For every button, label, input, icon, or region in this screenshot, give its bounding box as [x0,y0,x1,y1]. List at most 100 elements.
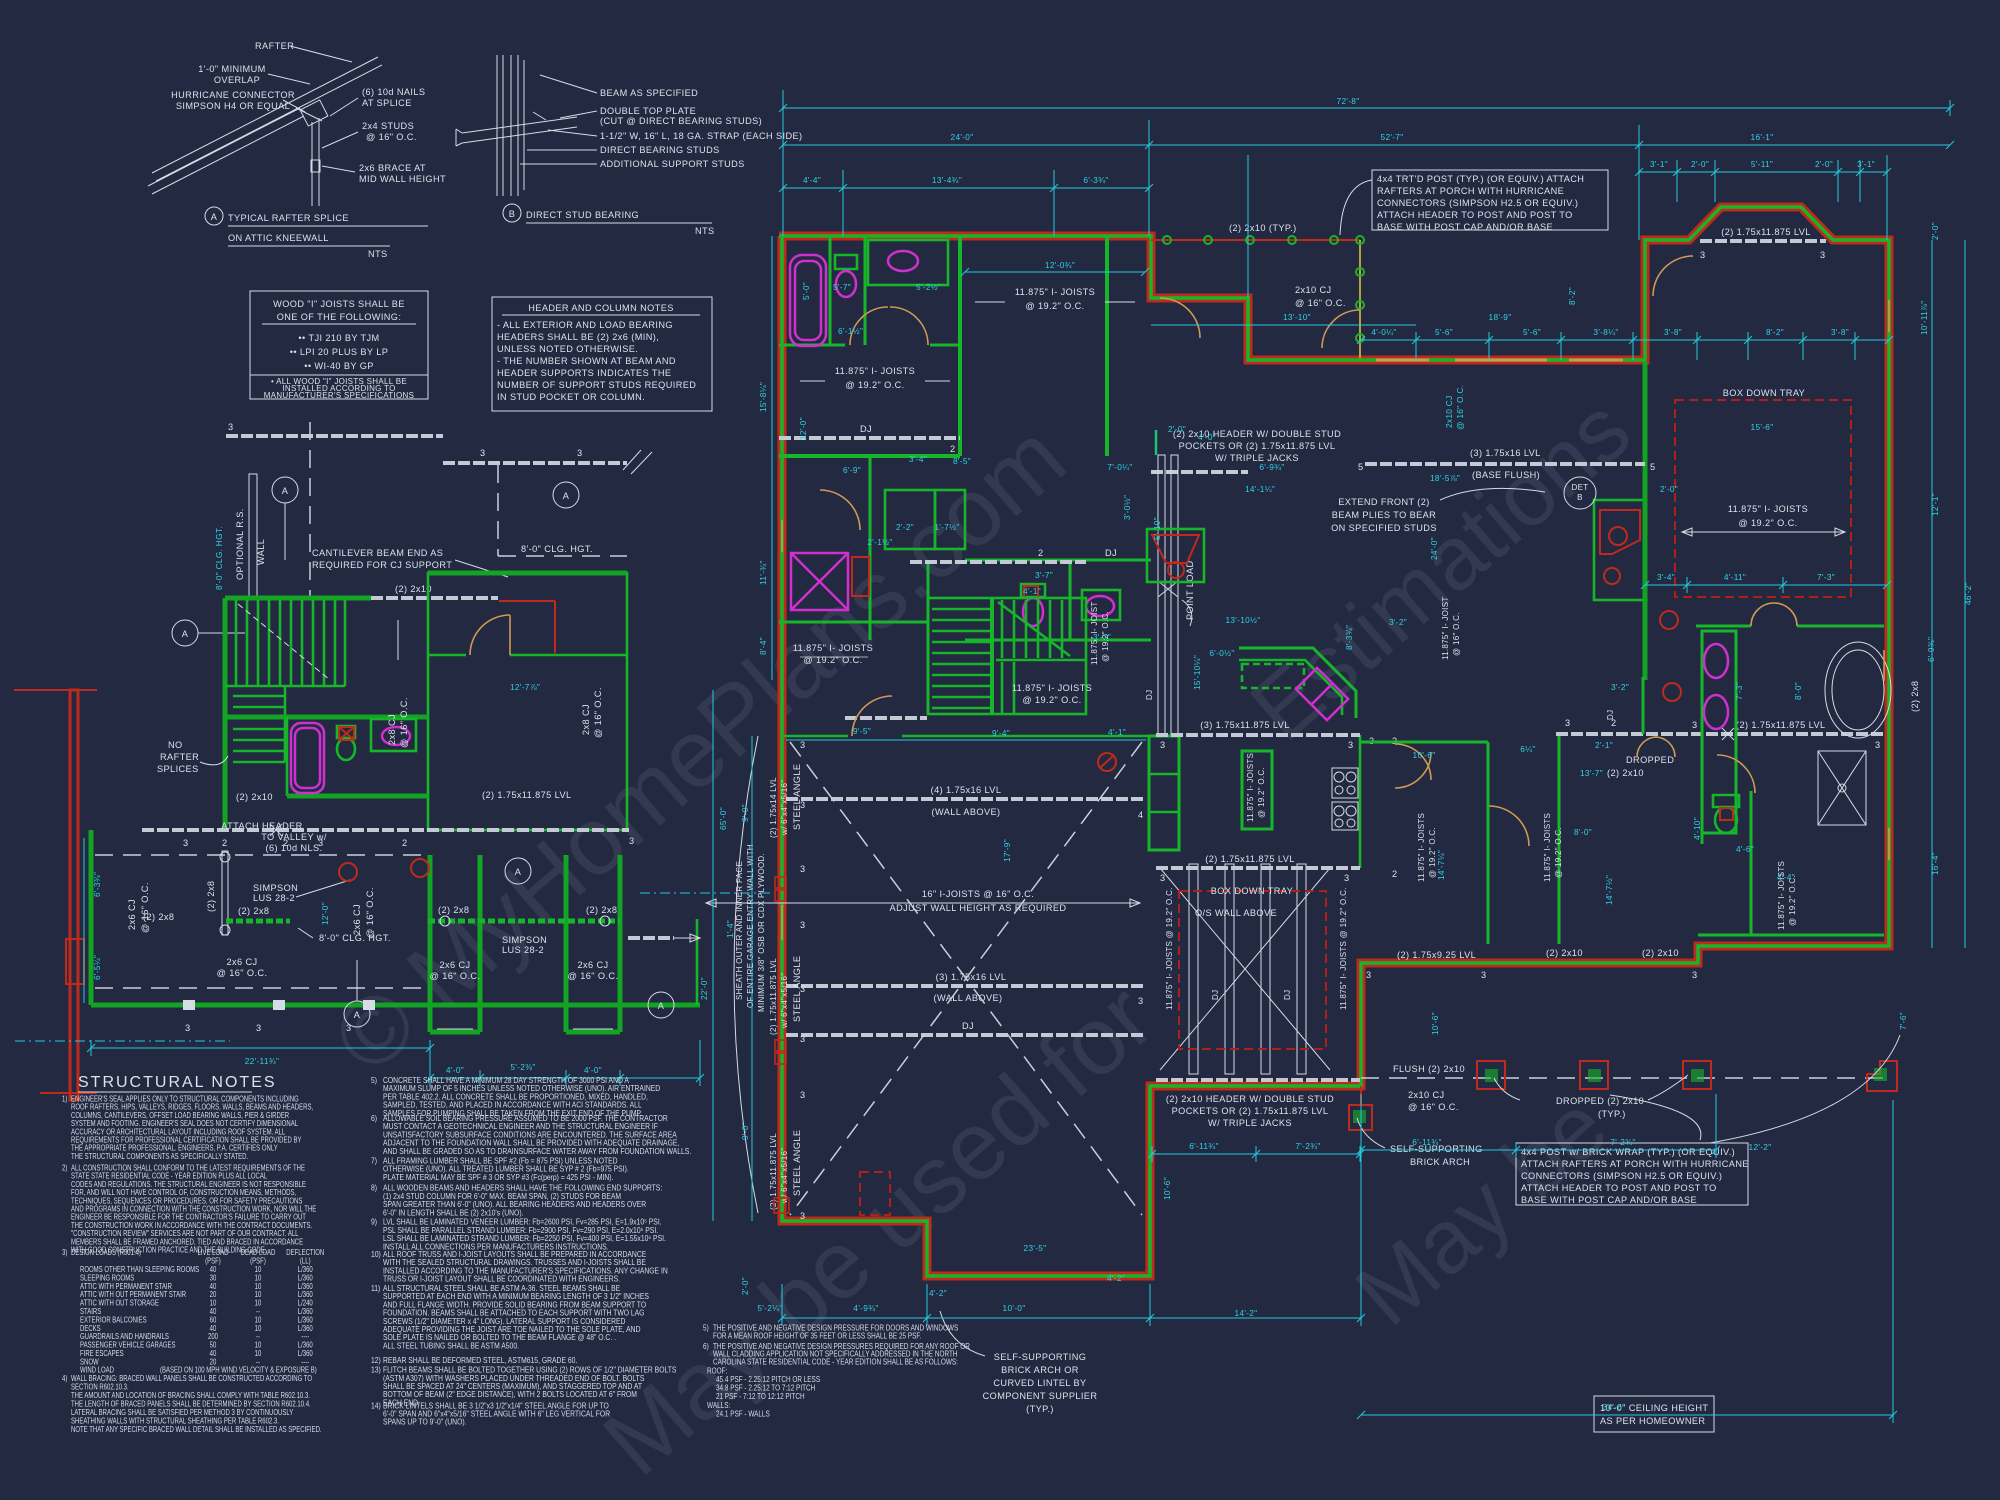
svg-text:ATTIC WITH OUT STORAGE: ATTIC WITH OUT STORAGE [80,1300,159,1308]
svg-text:DIRECT STUD BEARING: DIRECT STUD BEARING [526,210,639,220]
svg-text:(2) 2x8: (2) 2x8 [586,905,617,915]
svg-text:SIMPSON: SIMPSON [253,883,298,893]
svg-text:ATTIC WITH PERMANENT STAIR: ATTIC WITH PERMANENT STAIR [80,1283,172,1291]
svg-text:12'-0": 12'-0" [320,902,330,925]
svg-text:11): 11) [371,1283,380,1293]
svg-text:@ 19.2" O.C.: @ 19.2" O.C. [803,655,862,665]
svg-text:65'-0": 65'-0" [718,807,728,830]
svg-text:@ 16" O.C.: @ 16" O.C. [430,971,481,981]
svg-text:3'-7": 3'-7" [1035,570,1053,580]
svg-text:HURRICANE CONNECTOR: HURRICANE CONNECTOR [171,90,295,100]
svg-text:3'-7": 3'-7" [1093,632,1111,642]
svg-text:72'-8": 72'-8" [1337,96,1360,106]
svg-text:4'-1": 4'-1" [1023,586,1041,596]
svg-text:13): 13) [371,1365,381,1375]
svg-text:4'-10": 4'-10" [1692,817,1702,840]
svg-text:5'-6": 5'-6" [1523,327,1541,337]
svg-text:5: 5 [1358,462,1364,472]
svg-text:@ 19.2" O.C.: @ 19.2" O.C. [1554,827,1563,878]
svg-text:14): 14) [371,1401,381,1411]
svg-text:8'-0": 8'-0" [1574,827,1592,837]
svg-text:A: A [211,212,218,222]
svg-text:@ 16" O.C.: @ 16" O.C. [1452,612,1461,656]
svg-text:10: 10 [255,1325,262,1333]
svg-text:LIVE LOAD: LIVE LOAD [198,1249,229,1257]
svg-text:w/ 6"x4"x5/16": w/ 6"x4"x5/16" [780,1148,789,1204]
svg-text:24.1 PSF - WALLS: 24.1 PSF - WALLS [716,1409,770,1419]
svg-text:DROPPED: DROPPED [1626,755,1674,765]
svg-text:11.875" I- JOISTS: 11.875" I- JOISTS [1728,504,1808,514]
svg-text:RAFTERS AT PORCH WITH HURRICAN: RAFTERS AT PORCH WITH HURRICANE [1377,186,1564,196]
svg-text:20: 20 [210,1292,217,1300]
svg-text:3'-8¼": 3'-8¼" [1593,327,1618,337]
svg-text:SAMPLED, TESTED, AND PLACED IN: SAMPLED, TESTED, AND PLACED IN ACCORDANC… [383,1100,642,1110]
svg-text:EXTERIOR BALCONIES: EXTERIOR BALCONIES [80,1317,147,1325]
svg-text:BRICK ARCH: BRICK ARCH [1410,1157,1470,1167]
svg-text:A: A [182,629,189,639]
svg-text:3: 3 [1875,740,1881,750]
svg-text:(1) 2x4 STUD COLUMN FOR 6'-0": (1) 2x4 STUD COLUMN FOR 6'-0" MAX. BEAM … [383,1191,621,1201]
svg-text:5: 5 [1650,462,1656,472]
svg-text:(TYP.): (TYP.) [1598,1109,1626,1119]
svg-text:3'-8": 3'-8" [1664,327,1682,337]
svg-text:3: 3 [577,448,583,458]
svg-text:10: 10 [255,1275,262,1283]
svg-text:STEEL ANGLE: STEEL ANGLE [792,764,802,830]
svg-text:@ 19.2" O.C.: @ 19.2" O.C. [1022,695,1081,705]
svg-text:10): 10) [371,1249,381,1259]
svg-text:PER TABLE 402.2. ALL CONCRETE: PER TABLE 402.2. ALL CONCRETE SHALL BE P… [383,1092,648,1102]
svg-text:3: 3 [1565,718,1571,728]
svg-text:BRICK LINTELS SHALL BE 3 1/2"x: BRICK LINTELS SHALL BE 3 1/2"x3 1/2"x1/4… [383,1401,609,1411]
svg-text:ATTACH HEADER: ATTACH HEADER [221,821,302,831]
svg-text:3: 3 [346,1023,352,1033]
svg-text:(6) 10d NAILS: (6) 10d NAILS [362,87,425,97]
svg-text:60: 60 [210,1317,217,1325]
svg-text:(PSF): (PSF) [205,1258,221,1266]
svg-text:10: 10 [255,1350,262,1358]
svg-text:L/360: L/360 [298,1325,313,1333]
svg-text:2x6 CJ: 2x6 CJ [578,960,609,970]
svg-text:L/360: L/360 [298,1308,313,1316]
svg-text:3: 3 [1481,970,1487,980]
svg-text:6'-5¼": 6'-5¼" [92,955,102,980]
svg-text:STAIRS: STAIRS [80,1308,101,1316]
svg-text:4'-11": 4'-11" [1724,572,1746,582]
svg-text:(2) 2x10 HEADER W/ DOUBLE STUD: (2) 2x10 HEADER W/ DOUBLE STUD [1173,429,1341,439]
svg-text:SPLICES: SPLICES [157,764,199,774]
svg-text:w/ 6"x4"x5/16": w/ 6"x4"x5/16" [780,780,789,836]
svg-text:8'-2": 8'-2" [1766,327,1784,337]
svg-text:4'-0": 4'-0" [1198,432,1216,442]
svg-text:(WALL ABOVE): (WALL ABOVE) [934,993,1003,1003]
svg-text:AND FULL FLANGE WIDTH. PROVIDE: AND FULL FLANGE WIDTH. PROVIDE SOLID BEA… [383,1300,646,1310]
svg-text:SCREWS (1/2" DIAMETER x 4" LON: SCREWS (1/2" DIAMETER x 4" LONG). LATERA… [383,1316,625,1326]
svg-text:COMPONENT SUPPLIER: COMPONENT SUPPLIER [983,1391,1098,1401]
svg-text:A: A [563,491,570,501]
svg-text:- THE NUMBER SHOWN AT BEAM AND: - THE NUMBER SHOWN AT BEAM AND [497,356,676,366]
svg-text:9'-0": 9'-0" [740,804,750,822]
svg-text:(2) 1.75x11.875 LVL: (2) 1.75x11.875 LVL [1205,854,1295,864]
svg-text:ALL ROOF TRUSS AND I-JOIST LAY: ALL ROOF TRUSS AND I-JOIST LAYOUTS SHALL… [383,1249,646,1259]
svg-text:2x8 CJ: 2x8 CJ [387,714,397,745]
svg-text:W/ TRIPLE JACKS: W/ TRIPLE JACKS [1208,1118,1292,1128]
svg-text:REBAR SHALL BE DEFORMED STEEL,: REBAR SHALL BE DEFORMED STEEL, ASTM615, … [383,1355,577,1365]
svg-text:STEEL ANGLE: STEEL ANGLE [792,956,802,1022]
svg-text:SHALL BE SPACED AT 24" CENTERS: SHALL BE SPACED AT 24" CENTERS (MAXIMUM)… [383,1381,642,1391]
svg-text:2x10 CJ: 2x10 CJ [1295,285,1332,295]
svg-text:TYPICAL RAFTER SPLICE: TYPICAL RAFTER SPLICE [228,213,349,223]
svg-text:2x6 CJ: 2x6 CJ [440,960,471,970]
svg-text:8'-5": 8'-5" [953,456,971,466]
svg-text:52'-7": 52'-7" [1381,132,1404,142]
svg-text:2x4 STUDS: 2x4 STUDS [362,121,414,131]
svg-text:DECKS: DECKS [80,1325,101,1333]
svg-text:15'-8¼": 15'-8¼" [758,382,768,412]
svg-text:L/360: L/360 [298,1317,313,1325]
svg-text:ADEQUATE PROVIDING THE JOIST A: ADEQUATE PROVIDING THE JOIST ARE TOE NAI… [383,1324,640,1334]
svg-text:@ 19.2" O.C.: @ 19.2" O.C. [1428,827,1437,878]
svg-text:CONCRETE SHALL HAVE A MINIMUM: CONCRETE SHALL HAVE A MINIMUM 28 DAY STR… [383,1075,629,1085]
svg-text:(BASED ON 100 MPH WIND VELOCIT: (BASED ON 100 MPH WIND VELOCITY & EXPOSU… [160,1367,317,1375]
svg-text:3'-2": 3'-2" [1389,617,1407,627]
svg-text:SHEATH OUTER AND INNER FACE: SHEATH OUTER AND INNER FACE [735,861,744,1000]
svg-text:4'-1": 4'-1" [1108,727,1126,737]
svg-text:22'-0": 22'-0" [699,977,709,1000]
svg-text:SPANS UP TO 9'-0" (UNO).: SPANS UP TO 9'-0" (UNO). [383,1417,466,1427]
